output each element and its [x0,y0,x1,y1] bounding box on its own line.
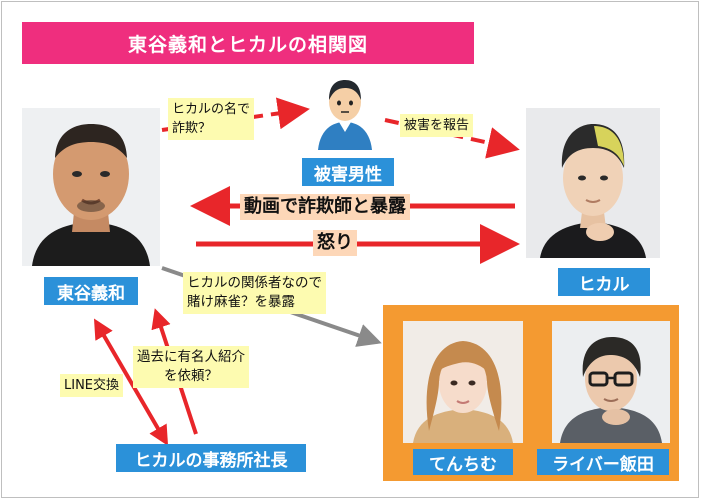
gamble-expose-note: ヒカルの関係者なので 賭け麻雀？を暴露 [183,272,326,314]
fraud-question-line1: ヒカルの名で [172,102,251,117]
anger-label: 怒り [313,230,357,256]
victim-icon [312,76,378,150]
victim-label: 被害男性 [302,158,394,186]
fraud-question-line2: 詐欺？ [172,121,212,136]
celeb-line1: 過去に有名人紹介 [137,349,245,365]
line-exchange-note: LINE交換 [60,374,124,397]
tenchimu-photo [403,321,523,443]
celeb-line2: を依頼？ [164,368,218,384]
fraud-question-note: ヒカルの名で 詐欺？ [168,98,255,140]
gamble-line2: 賭け麻雀？を暴露 [187,294,295,310]
higashitani-label: 東谷義和 [44,277,138,305]
tenchimu-label: てんちむ [413,449,513,475]
iida-label: ライバー飯田 [537,449,669,475]
arrow-line-exchange [93,318,169,446]
president-label: ヒカルの事務所社長 [116,444,306,472]
report-note: 被害を報告 [400,114,474,137]
gamble-line1: ヒカルの関係者なので [187,275,322,291]
higashitani-photo [22,108,160,266]
expose-label: 動画で詐欺師と暴露 [240,194,410,220]
hikaru-photo [526,108,660,258]
celebrity-intro-note: 過去に有名人紹介 を依頼？ [133,346,249,388]
iida-photo [552,321,670,443]
diagram-title: 東谷義和とヒカルの相関図 [22,22,474,64]
hikaru-label: ヒカル [558,268,650,296]
